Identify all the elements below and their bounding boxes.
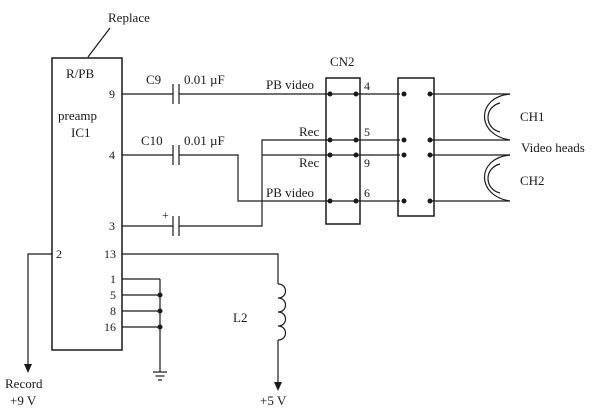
cn2-label: CN2 <box>330 54 355 69</box>
ch1-label: CH1 <box>520 109 545 124</box>
ic-pin-label: 13 <box>104 247 116 261</box>
pb-video-label: PB video <box>266 77 314 92</box>
cn2-pin-label: 9 <box>364 156 370 170</box>
junction-dot <box>157 324 163 330</box>
record-label: Record <box>5 376 43 391</box>
cn2-dot <box>353 91 359 97</box>
cn2-pin-label: 6 <box>364 186 370 200</box>
l2-coil <box>277 283 287 341</box>
ic-pin-label: 2 <box>56 247 62 261</box>
rec-label: Rec <box>299 155 319 170</box>
wire-pin13 <box>122 253 279 284</box>
c10-label: C10 <box>141 133 163 148</box>
wire-c3-to-cn2 <box>179 139 330 227</box>
rec-label: Rec <box>299 124 319 139</box>
cn2-dot <box>327 198 333 204</box>
ic-pin-label: 8 <box>110 304 116 318</box>
cn2-dot <box>353 198 359 204</box>
ch1-head-arc <box>484 93 511 141</box>
ic-name-line1: R/PB <box>66 66 95 81</box>
wire-c10-to-cn2 <box>179 154 330 202</box>
record-arrow <box>24 364 32 373</box>
ic-pin-label: 16 <box>104 320 116 334</box>
cn2-dot <box>327 137 333 143</box>
cn2-dot <box>327 152 333 158</box>
junction-dot <box>157 308 163 314</box>
ic-name-line3: IC1 <box>71 125 91 140</box>
ch2-head-arc <box>484 154 511 202</box>
ic-pin-label: 1 <box>110 272 116 286</box>
junction-dot <box>157 292 163 298</box>
cn2-dot <box>353 137 359 143</box>
c10-value: 0.01 µF <box>184 133 225 148</box>
cn2-box <box>325 77 361 225</box>
l2-label: L2 <box>233 310 247 325</box>
head-connector-dot <box>401 152 407 158</box>
wire-pin2-record <box>27 253 52 370</box>
c9-label: C9 <box>146 72 161 87</box>
ch2-label: CH2 <box>520 173 545 188</box>
plus5v-label: +5 V <box>260 393 287 408</box>
ic-pin-label: 5 <box>110 288 116 302</box>
plus5v-arrow <box>274 382 282 391</box>
c3-polarity: + <box>162 208 169 222</box>
ic-pin-label: 9 <box>109 87 115 101</box>
head-connector-box <box>397 77 435 217</box>
replace-pointer <box>87 27 111 58</box>
cn2-pin-label: 5 <box>364 125 370 139</box>
pb-video-label: PB video <box>266 185 314 200</box>
video-heads-label: Video heads <box>521 140 585 155</box>
cn2-pin-label: 4 <box>364 79 370 93</box>
ic1-box <box>51 57 123 351</box>
head-connector-dot <box>401 137 407 143</box>
cn2-dot <box>327 91 333 97</box>
ic-name-line2: preamp <box>58 108 97 123</box>
ic-pin-label: 3 <box>109 219 115 233</box>
c9-value: 0.01 µF <box>184 72 225 87</box>
head-connector-dot <box>401 91 407 97</box>
ch2-head-inner <box>487 163 501 194</box>
plus9v-label: +9 V <box>10 393 37 408</box>
replace-label: Replace <box>108 10 150 25</box>
head-connector-dot <box>401 198 407 204</box>
ic-pin-label: 4 <box>109 148 115 162</box>
cn2-dot <box>353 152 359 158</box>
ch1-head-inner <box>487 102 501 133</box>
